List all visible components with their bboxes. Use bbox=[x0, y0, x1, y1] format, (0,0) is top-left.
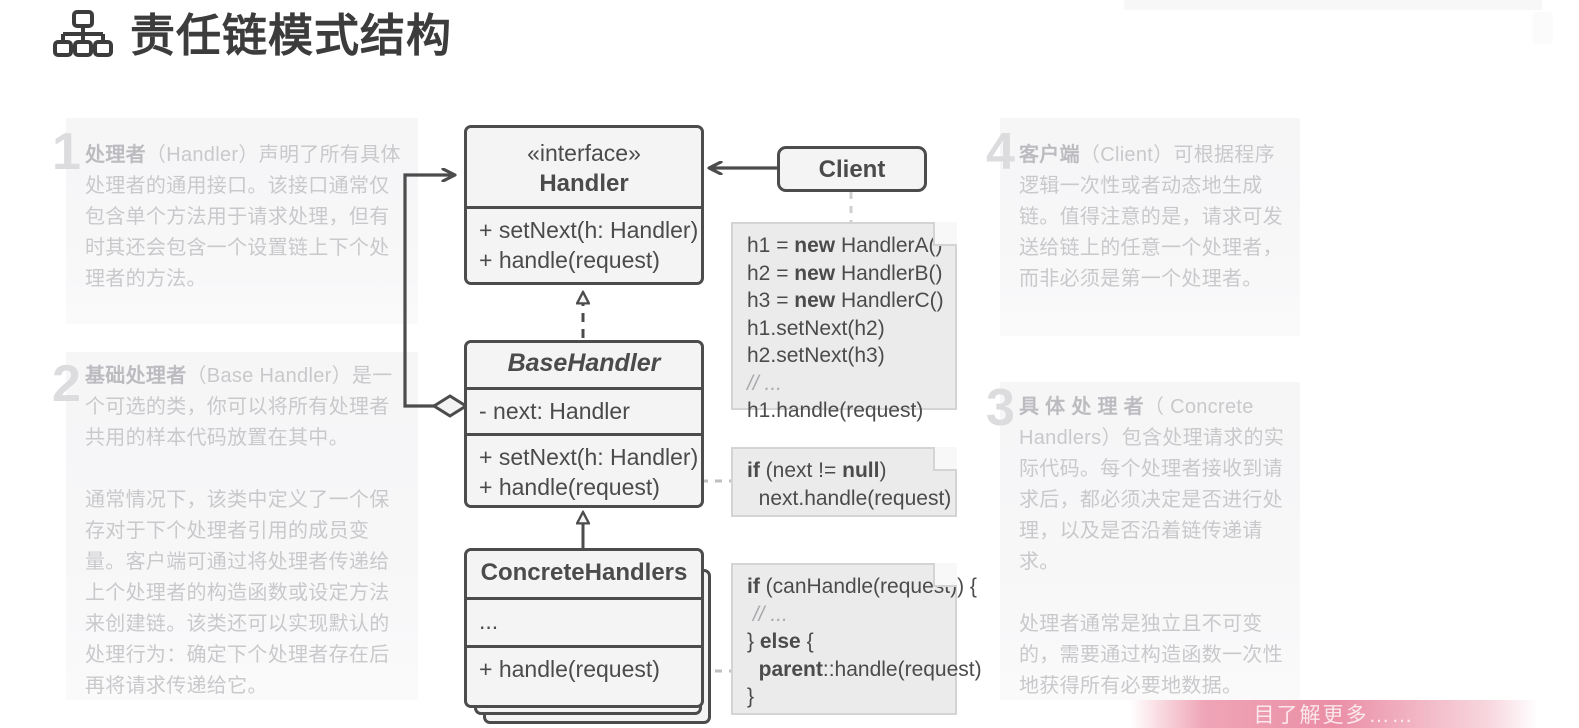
client-name: Client bbox=[818, 156, 886, 183]
code-comment-line: // ... bbox=[747, 602, 788, 626]
basehandler-methods: + setNext(h: Handler) + handle(request) bbox=[467, 433, 701, 510]
code-line: h1 = new HandlerA() bbox=[747, 234, 943, 257]
code-line: h2.setNext(h3) bbox=[747, 344, 885, 367]
uml-class-basehandler[interactable]: BaseHandler - next: Handler + setNext(h:… bbox=[464, 340, 704, 508]
description-paragraph: 处理者通常是独立且不可变的，需要通过构造函数一次性地获得所有必要地数据。 bbox=[1019, 613, 1283, 697]
basehandler-method: + setNext(h: Handler) bbox=[479, 444, 699, 470]
uml-class-handler[interactable]: «interface» Handler + setNext(h: Handler… bbox=[464, 125, 704, 285]
description-panel-1 bbox=[66, 118, 418, 324]
handler-method: + setNext(h: Handler) bbox=[479, 217, 699, 243]
description-number-1: 1 bbox=[52, 123, 81, 181]
concretehandlers-methods: + handle(request) bbox=[467, 645, 701, 692]
code-line: } bbox=[747, 685, 755, 708]
basehandler-name: BaseHandler bbox=[507, 349, 661, 377]
aggregation-diamond bbox=[431, 394, 469, 418]
description-paragraph: 通常情况下，该类中定义了一个保存对于下个处理者引用的成员变量。客户端可通过将处理… bbox=[85, 489, 390, 697]
description-number-3: 3 bbox=[986, 379, 1015, 437]
code-line: h2 = new HandlerB() bbox=[747, 261, 943, 285]
handler-header: «interface» Handler bbox=[467, 128, 701, 206]
description-panel-3 bbox=[1000, 382, 1300, 700]
banner-text: 目了解更多…… bbox=[1253, 704, 1415, 727]
note-fold-corner bbox=[933, 222, 957, 246]
client-header: Client bbox=[780, 149, 924, 193]
note-fold-corner bbox=[933, 563, 957, 587]
note-client-code: h1 = new HandlerA() h2 = new HandlerB() … bbox=[731, 222, 957, 422]
note-fold-corner bbox=[933, 447, 957, 471]
code-line: if (next != null) bbox=[747, 459, 887, 482]
concretehandlers-fields: ... bbox=[467, 597, 701, 645]
page-title: 责任链模式结构 bbox=[130, 9, 453, 61]
handler-stereotype: «interface» bbox=[527, 140, 641, 166]
basehandler-method: + handle(request) bbox=[479, 474, 660, 500]
description-number-4: 4 bbox=[986, 123, 1015, 181]
page-title-row: 责任链模式结构 bbox=[52, 8, 452, 62]
description-text-4: 客户端（Client）可根据程序逻辑一次性或者动态地生成链。值得注意的是，请求可… bbox=[1019, 140, 1287, 295]
description-text-2: 基础处理者（Base Handler）是一个可选的类，你可以将所有处理者共用的样… bbox=[85, 361, 405, 702]
concretehandlers-field: ... bbox=[479, 608, 499, 634]
note-concretehandlers-code: if (canHandle(request)) { // ... } else … bbox=[731, 563, 982, 715]
uml-class-client[interactable]: Client bbox=[777, 146, 927, 192]
description-text-1: 处理者（Handler）声明了所有具体处理者的通用接口。该接口通常仅包含单个方法… bbox=[85, 140, 405, 295]
code-line: next.handle(request) bbox=[747, 486, 952, 510]
handler-name: Handler bbox=[539, 170, 629, 197]
code-comment-line: // ... bbox=[747, 371, 783, 395]
description-paragraph: 客户端（Client）可根据程序逻辑一次性或者动态地生成链。值得注意的是，请求可… bbox=[1019, 144, 1283, 290]
note-basehandler-code: if (next != null) next.handle(request) bbox=[731, 447, 957, 517]
top-right-corner-marker bbox=[1533, 12, 1553, 44]
concretehandlers-name: ConcreteHandlers bbox=[480, 559, 688, 586]
basehandler-field: - next: Handler bbox=[479, 398, 630, 424]
concretehandlers-method: + handle(request) bbox=[479, 656, 660, 682]
code-line: h3 = new HandlerC() bbox=[747, 289, 944, 312]
handler-methods: + setNext(h: Handler) + handle(request) bbox=[467, 206, 701, 283]
description-panel-4 bbox=[1000, 118, 1300, 336]
description-panel-2 bbox=[66, 352, 418, 700]
code-line: } else { bbox=[747, 630, 814, 653]
uml-class-concretehandlers[interactable]: ConcreteHandlers ... + handle(request) bbox=[464, 548, 704, 708]
description-text-3: 具 体 处 理 者（ Concrete Handlers）包含处理请求的实际代码… bbox=[1019, 392, 1287, 702]
concretehandlers-header: ConcreteHandlers bbox=[467, 551, 701, 597]
description-paragraph: 具 体 处 理 者（ Concrete Handlers）包含处理请求的实际代码… bbox=[1019, 396, 1285, 573]
bottom-promo-banner: 目了解更多…… bbox=[1130, 700, 1538, 728]
handler-method: + handle(request) bbox=[479, 247, 660, 273]
top-faint-strip bbox=[1124, 0, 1542, 10]
code-line: h1.setNext(h2) bbox=[747, 316, 885, 340]
description-paragraph: 处理者（Handler）声明了所有具体处理者的通用接口。该接口通常仅包含单个方法… bbox=[85, 144, 401, 290]
description-paragraph: 基础处理者（Base Handler）是一个可选的类，你可以将所有处理者共用的样… bbox=[85, 365, 393, 449]
basehandler-header: BaseHandler bbox=[467, 343, 701, 387]
description-number-2: 2 bbox=[52, 355, 81, 413]
hierarchy-icon bbox=[52, 8, 114, 62]
basehandler-fields: - next: Handler bbox=[467, 387, 701, 433]
code-line: parent::handle(request) bbox=[758, 657, 982, 681]
code-line: if (canHandle(request)) { bbox=[747, 575, 977, 598]
code-line: h1.handle(request) bbox=[747, 399, 924, 422]
